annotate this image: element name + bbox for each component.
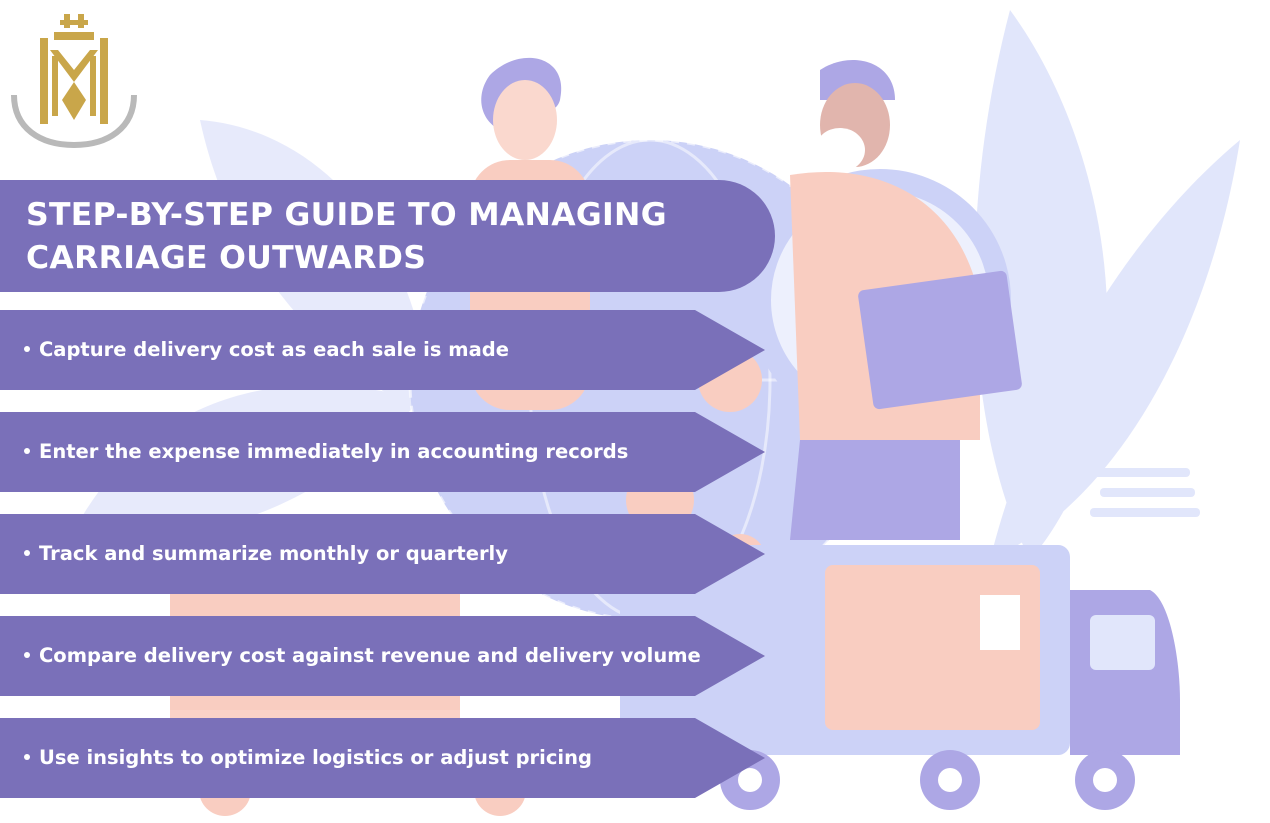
bullet-icon [24, 753, 30, 760]
title-banner [0, 180, 775, 292]
step-text: Enter the expense immediately in account… [39, 440, 629, 463]
crown-shield-logo [10, 10, 138, 150]
step-item: Enter the expense immediately in account… [0, 412, 765, 492]
step-text: Track and summarize monthly or quarterly [39, 542, 508, 565]
step-item: Capture delivery cost as each sale is ma… [0, 310, 765, 390]
step-item: Track and summarize monthly or quarterly [0, 514, 765, 594]
title-line-1: STEP-BY-STEP GUIDE TO MANAGING [26, 197, 667, 233]
step-text: Compare delivery cost against revenue an… [39, 644, 701, 667]
step-item: Compare delivery cost against revenue an… [0, 616, 765, 696]
bullet-icon [24, 447, 30, 454]
page-title: STEP-BY-STEP GUIDE TO MANAGING CARRIAGE … [26, 194, 766, 280]
bullet-icon [24, 651, 30, 658]
bullet-icon [24, 345, 30, 352]
step-text: Use insights to optimize logistics or ad… [39, 746, 592, 769]
bullet-icon [24, 549, 30, 556]
title-line-2: CARRIAGE OUTWARDS [26, 240, 427, 276]
step-text: Capture delivery cost as each sale is ma… [39, 338, 509, 361]
step-item: Use insights to optimize logistics or ad… [0, 718, 765, 798]
